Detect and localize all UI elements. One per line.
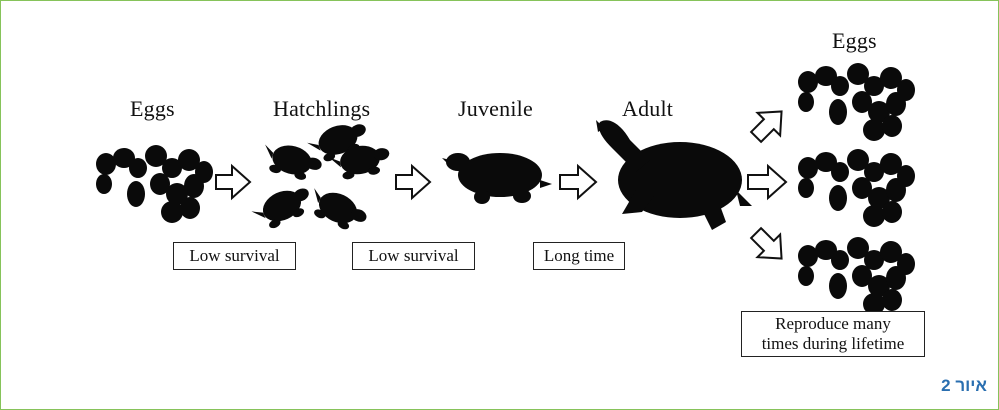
egg-cluster-output-2 (798, 149, 915, 227)
hatchlings-silhouette (249, 117, 393, 237)
figure-caption: איור 2 (941, 376, 987, 396)
arrow-adult-to-eggs-middle (748, 166, 786, 198)
label-long-time: Long time (533, 242, 625, 270)
arrow-hatchlings-to-juvenile (396, 166, 430, 198)
arrow-juvenile-to-adult (560, 166, 596, 198)
label-low-survival-hatchlings: Low survival (352, 242, 475, 270)
juvenile-turtle-silhouette (442, 153, 552, 204)
reproduce-line-1: Reproduce many (742, 314, 924, 334)
label-low-survival-eggs: Low survival (173, 242, 296, 270)
reproduce-line-2: times during lifetime (742, 334, 924, 354)
arrow-adult-to-eggs-top (745, 100, 793, 148)
label-reproduce-many-times: Reproduce many times during lifetime (741, 311, 925, 357)
egg-cluster-output-3 (798, 237, 915, 315)
stage-label-juvenile: Juvenile (458, 96, 533, 122)
adult-turtle-silhouette (596, 120, 752, 230)
stage-label-adult: Adult (622, 96, 673, 122)
egg-cluster-output-1 (798, 63, 915, 141)
stage-label-eggs: Eggs (130, 96, 175, 122)
stage-label-hatchlings: Hatchlings (273, 96, 370, 122)
stage-label-eggs-output: Eggs (832, 28, 877, 54)
egg-cluster-start (96, 145, 213, 223)
arrow-eggs-to-hatchlings (216, 166, 250, 198)
arrow-adult-to-eggs-bottom (745, 222, 793, 270)
